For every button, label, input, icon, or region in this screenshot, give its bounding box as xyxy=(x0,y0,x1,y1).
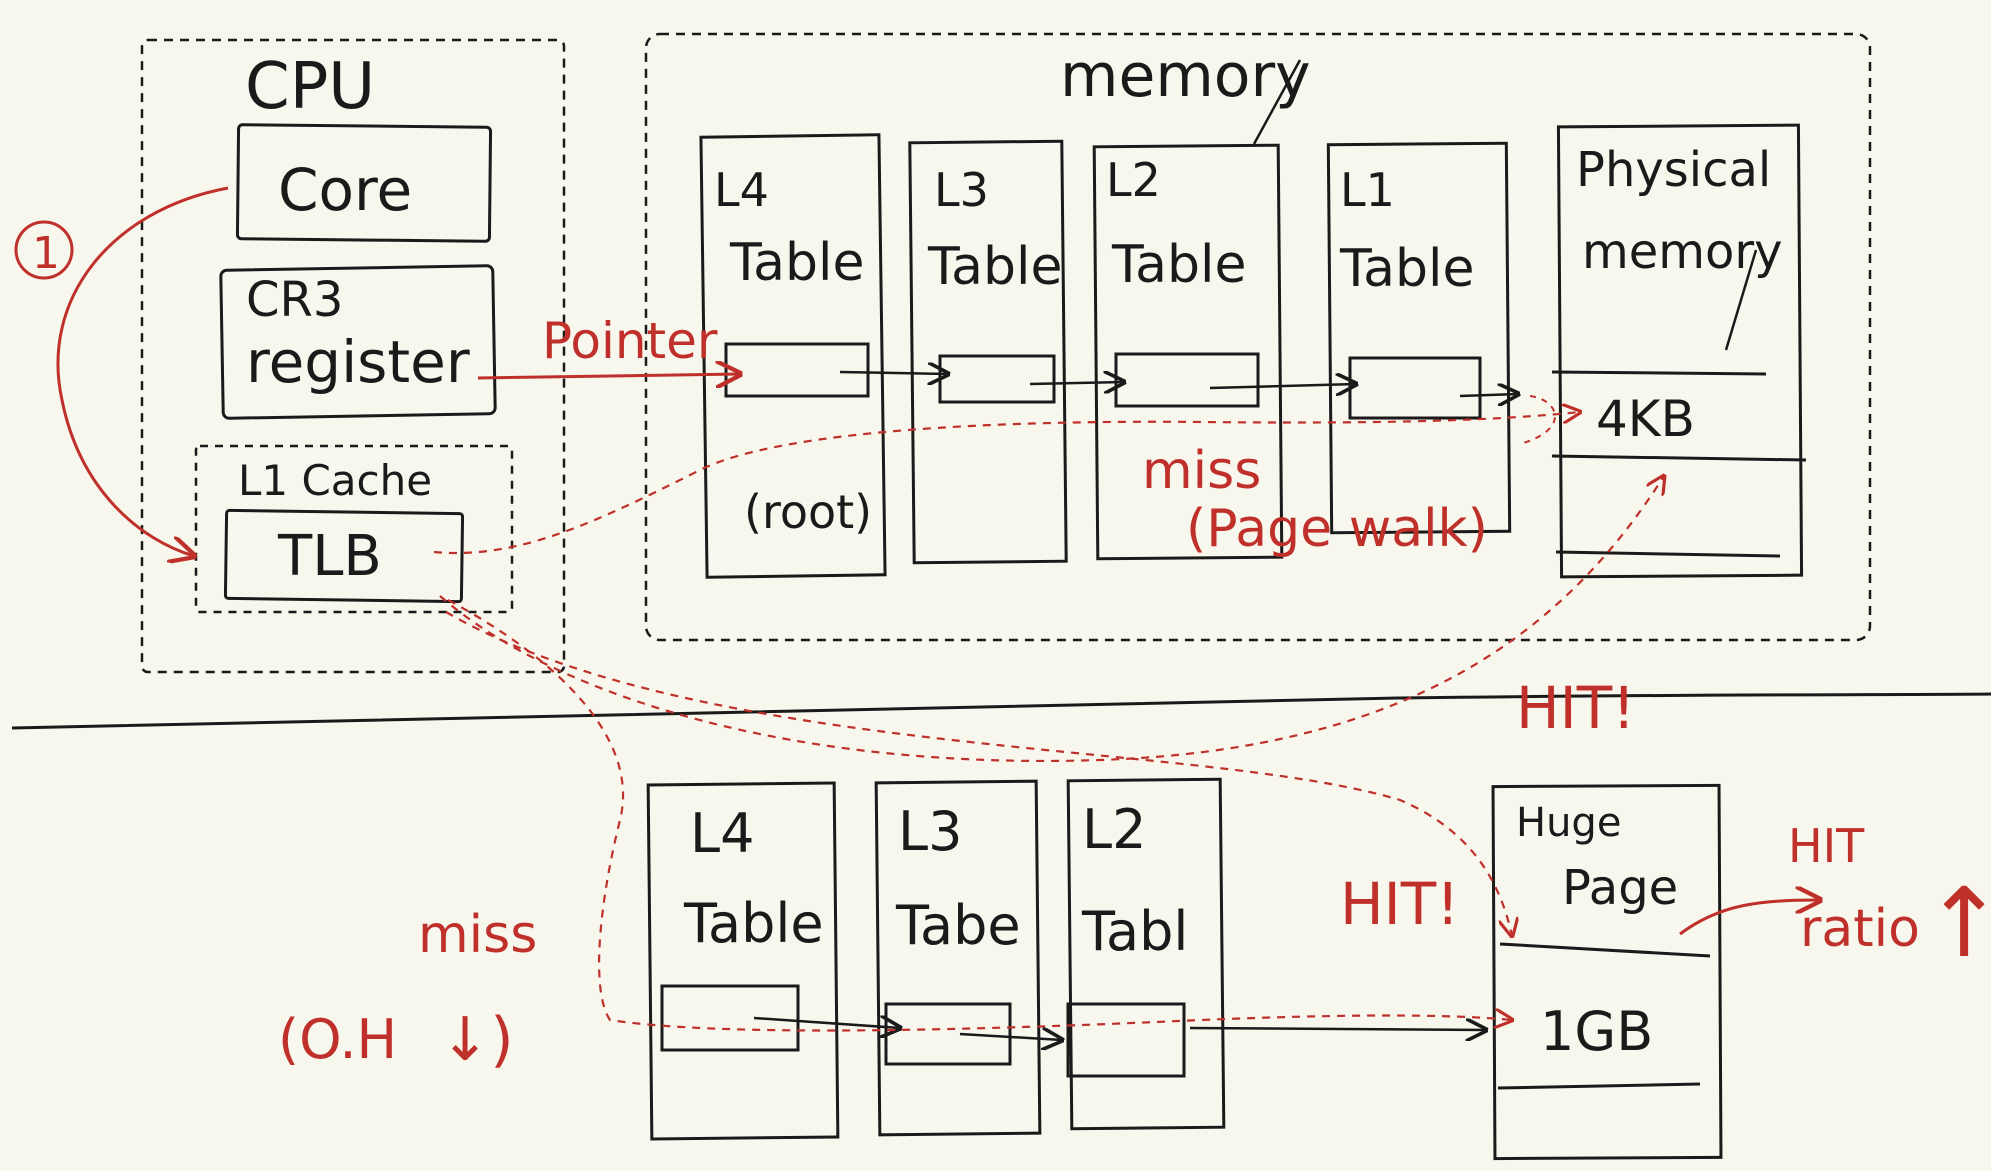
huge-page-label: Page xyxy=(1562,860,1678,916)
hit-lower-label: HIT! xyxy=(1340,870,1459,938)
memory-l2-table xyxy=(1092,143,1284,561)
arrow-lower-l2-to-1gb xyxy=(1189,1028,1486,1030)
physical-memory-bottom-mark xyxy=(1555,550,1781,558)
tlb-hit-4kb-path xyxy=(439,476,1664,763)
memory-l3-table-label: Table xyxy=(927,237,1062,297)
overhead-down-arrow: ↓) xyxy=(440,1005,514,1075)
huge-page-to-hit-ratio-arrow xyxy=(1679,900,1820,936)
memory-l4-label: L4 xyxy=(714,163,769,217)
cr3-label: CR3 xyxy=(246,272,343,328)
memory-l2-label: L2 xyxy=(1106,153,1161,207)
tlb-miss-path xyxy=(433,412,1580,555)
miss-bottom-label: miss xyxy=(418,905,537,965)
lower-l2-table xyxy=(1066,777,1226,1131)
4kb-page-top xyxy=(1551,370,1767,376)
arrow-lower-l4-to-l3 xyxy=(753,1018,900,1028)
lower-l4-entry xyxy=(660,984,800,1052)
memory-l3-label: L3 xyxy=(934,163,989,217)
lower-l4-label: L4 xyxy=(690,802,754,865)
arrow-l2-to-l1 xyxy=(1209,384,1356,388)
cpu-title: CPU xyxy=(245,50,375,124)
memory-l4-table-label: Table xyxy=(729,233,864,293)
arrow-l3-to-l2 xyxy=(1029,382,1124,384)
miss-top-label: miss xyxy=(1142,441,1261,501)
memory-l4-root-label: (root) xyxy=(744,485,872,539)
lower-l3-label: L3 xyxy=(898,800,962,863)
physical-memory-label: memory xyxy=(1582,224,1783,280)
huge-page-walk-arrows xyxy=(753,1018,1486,1040)
page-walk-label: (Page walk) xyxy=(1186,499,1488,559)
1gb-page-label: 1GB xyxy=(1540,1000,1653,1063)
lower-l4-table-label: Table xyxy=(683,892,824,955)
tlb-miss-huge-path xyxy=(447,599,1512,1032)
memory-l1-label: L1 xyxy=(1340,163,1395,217)
overhead-label: (O.H xyxy=(278,1008,397,1071)
4kb-page-label: 4KB xyxy=(1596,390,1695,448)
cpu-boundary xyxy=(140,38,566,674)
step-circle xyxy=(14,220,74,280)
memory-l1-table xyxy=(1326,141,1512,535)
memory-l3-table xyxy=(908,139,1068,565)
arrow-l4-to-l3 xyxy=(839,372,948,374)
step-number: 1 xyxy=(32,228,60,279)
core-label: Core xyxy=(278,156,412,224)
pointer-label: Pointer xyxy=(542,312,718,370)
huge-page-box xyxy=(1491,783,1723,1161)
hit-ratio-up-arrow: ↑ xyxy=(1924,867,1991,979)
l1-cache-label: L1 Cache xyxy=(238,456,432,505)
memory-l4-table xyxy=(699,133,887,579)
lower-l3-table-label: Tabe xyxy=(895,894,1021,957)
hit-upper-label: HIT! xyxy=(1516,674,1635,742)
huge-label: Huge xyxy=(1516,800,1621,846)
lower-l4-table xyxy=(646,781,840,1141)
memory-title-pointer xyxy=(1252,59,1302,145)
memory-boundary xyxy=(644,32,1872,642)
page-walk-arrows xyxy=(839,372,1518,396)
4kb-page-bottom xyxy=(1551,454,1807,462)
memory-title: memory xyxy=(1060,41,1311,111)
cr3-register-box xyxy=(219,264,497,420)
red-annotations: 1 Pointer miss (Page walk) HIT! HIT! mis… xyxy=(14,186,1991,1075)
lower-l2-table-label: Tabl xyxy=(1081,900,1188,963)
arrow-l1-to-4kb xyxy=(1459,394,1518,396)
cr3-pointer-arrow xyxy=(477,374,740,378)
memory-l1-table-label: Table xyxy=(1339,239,1474,299)
l1-cache-boundary xyxy=(194,444,514,614)
arrow-lower-l3-to-l2 xyxy=(959,1034,1062,1040)
physical-memory-box xyxy=(1556,123,1804,579)
1gb-page-top xyxy=(1499,942,1711,958)
memory-group: memory L4 Table (root) L3 Table L2 Table… xyxy=(644,32,1872,642)
register-label: register xyxy=(246,328,470,396)
section-divider xyxy=(11,692,1991,730)
tlb-box xyxy=(223,508,465,604)
memory-l2-table-label: Table xyxy=(1111,235,1246,295)
hit-ratio-line1: HIT xyxy=(1788,819,1865,873)
tlb-label: TLB xyxy=(277,524,382,589)
lower-l2-entry xyxy=(1066,1002,1186,1078)
core-box xyxy=(235,123,493,243)
hit-ratio-line2: ratio xyxy=(1800,899,1920,959)
cpu-group: CPU Core CR3 register L1 Cache TLB xyxy=(140,38,566,674)
lower-l3-table xyxy=(874,779,1042,1137)
tlb-hit-1gb-path xyxy=(445,611,1512,936)
physical-memory-arrow xyxy=(1724,249,1758,351)
lower-l2-label: L2 xyxy=(1082,798,1146,861)
1gb-page-bottom xyxy=(1497,1082,1701,1090)
huge-page-group: L4 Table L3 Tabe L2 Tabl Huge Page 1GB xyxy=(646,777,1723,1161)
physical-label: Physical xyxy=(1576,142,1771,198)
core-to-tlb-arrow xyxy=(56,186,229,556)
